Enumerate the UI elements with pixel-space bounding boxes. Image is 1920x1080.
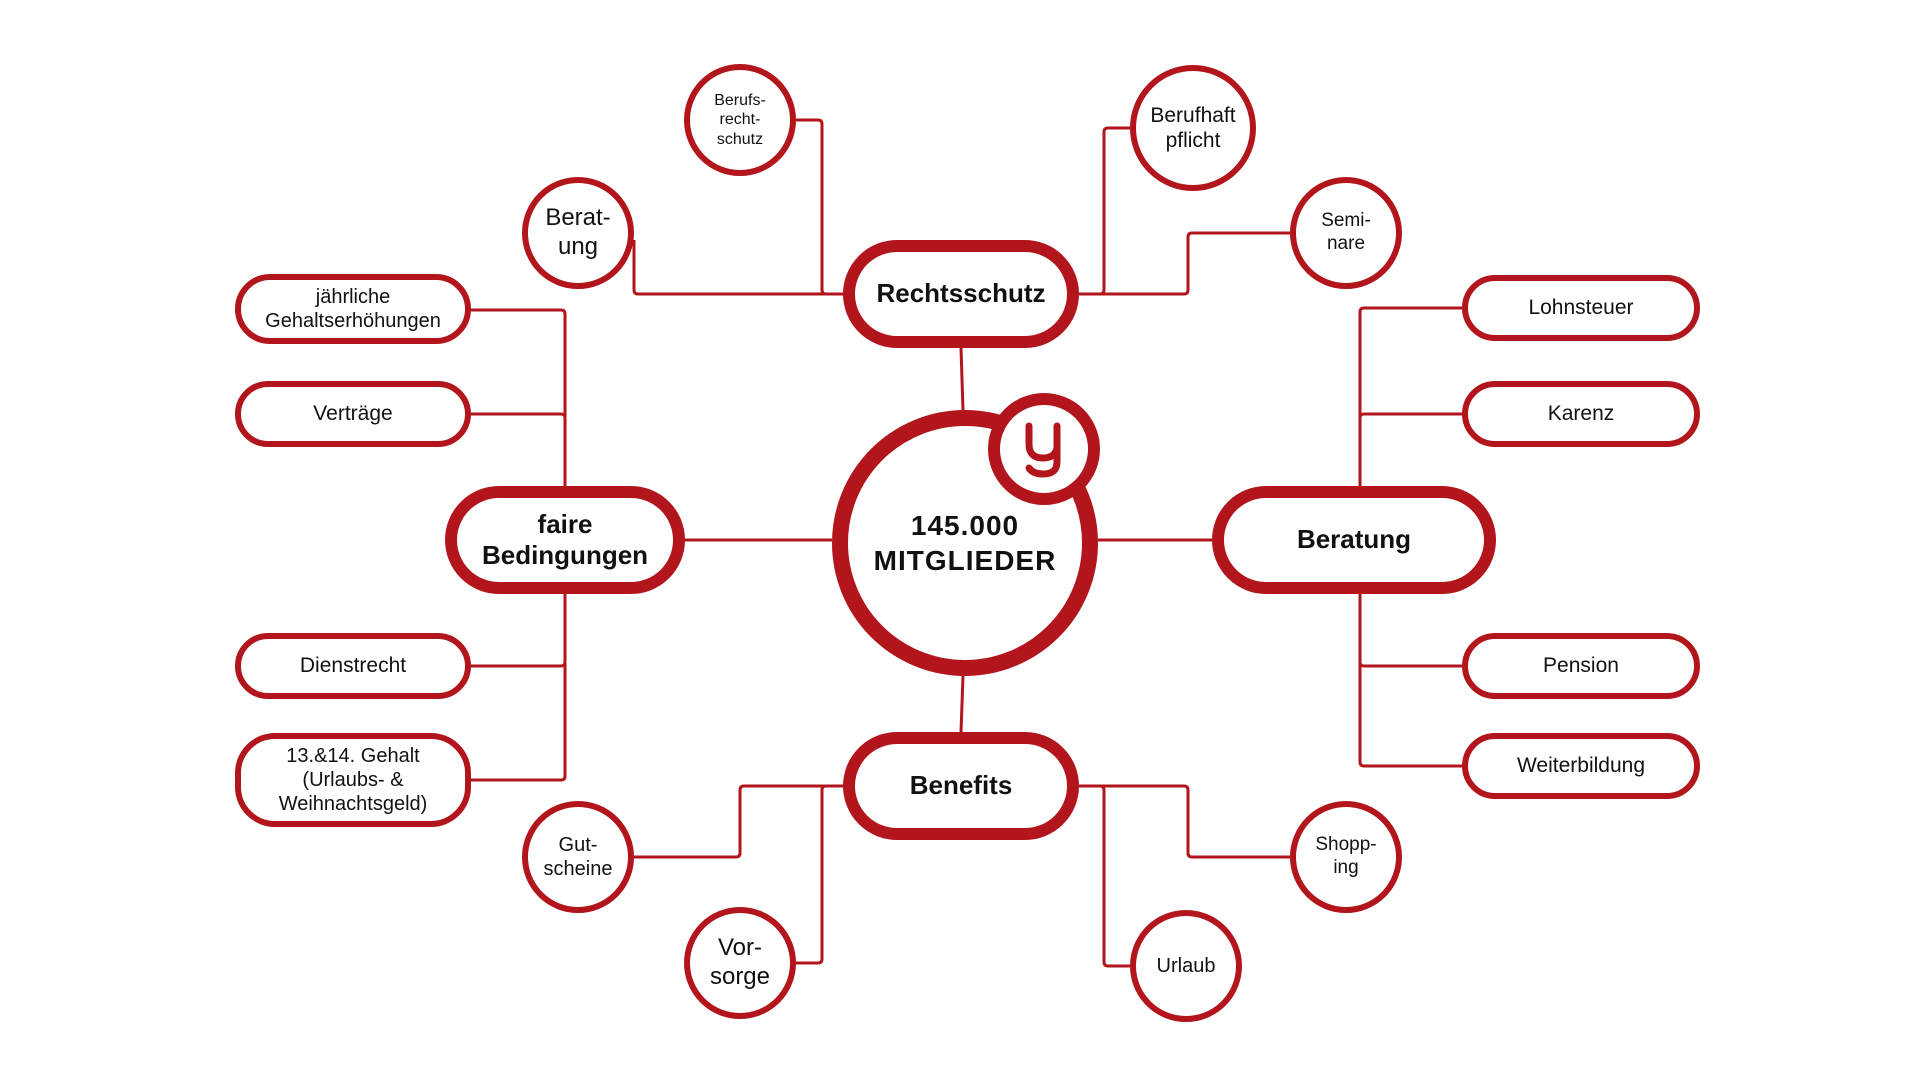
hub-beratung-label: Beratung <box>1296 524 1412 555</box>
item-beratung-small: Berat- ung <box>522 177 634 289</box>
item-vertraege: Verträge <box>235 381 471 447</box>
item-gutscheine: Gut- scheine <box>522 801 634 913</box>
connector-gutscheine <box>634 784 843 859</box>
item-vorsorge-label: Vor- sorge <box>709 934 771 990</box>
item-lohnsteuer-label: Lohnsteuer <box>1528 296 1634 320</box>
item-urlaub: Urlaub <box>1130 910 1242 1022</box>
item-seminare-label: Semi- nare <box>1321 210 1371 254</box>
center-members-label: 145.000 MITGLIEDER <box>873 510 1057 576</box>
item-dienstrecht-label: Dienstrecht <box>299 654 407 678</box>
connector-beratung-small <box>632 240 843 296</box>
item-dienstrecht: Dienstrecht <box>235 633 471 699</box>
item-lohnsteuer: Lohnsteuer <box>1462 275 1700 341</box>
hub-faire-bedingungen-label: faire Bedingungen <box>481 508 649 570</box>
item-gehalt-label: 13.&14. Gehalt (Urlaubs- & Weihnachtsgel… <box>278 745 428 815</box>
connector-shopping <box>1079 784 1290 859</box>
hub-beratung: Beratung <box>1212 486 1496 594</box>
connector-gehalt <box>471 594 567 782</box>
hub-benefits: Benefits <box>843 732 1079 840</box>
brand-logo <box>988 393 1100 505</box>
item-karenz: Karenz <box>1462 381 1700 447</box>
item-berufhaftpflicht-label: Berufhaft pflicht <box>1150 103 1236 152</box>
item-berufhaftpflicht: Berufhaft pflicht <box>1130 65 1256 191</box>
connector-vorsorge <box>796 784 843 965</box>
connector-seminare <box>1079 231 1290 296</box>
connector-vertraege <box>471 412 567 486</box>
item-seminare: Semi- nare <box>1290 177 1402 289</box>
item-gutscheine-label: Gut- scheine <box>543 834 613 880</box>
connector-lohnsteuer <box>1358 306 1462 486</box>
connector-pension <box>1358 594 1462 668</box>
item-vorsorge: Vor- sorge <box>684 907 796 1019</box>
hub-faire-bedingungen: faire Bedingungen <box>445 486 685 594</box>
hub-benefits-label: Benefits <box>909 770 1013 801</box>
item-gehaltserhoehungen: jährliche Gehaltserhöhungen <box>235 274 471 344</box>
connector-center-benefits <box>959 675 965 733</box>
connector-center-rechtsschutz <box>959 347 965 411</box>
connector-berufhaftpflicht <box>1079 126 1130 296</box>
item-pension: Pension <box>1462 633 1700 699</box>
hub-rechtsschutz-label: Rechtsschutz <box>876 278 1046 309</box>
connector-karenz <box>1358 412 1462 486</box>
item-urlaub-label: Urlaub <box>1156 955 1216 977</box>
connector-berufsrechtschutz <box>796 118 843 296</box>
item-weiterbildung-label: Weiterbildung <box>1516 754 1646 778</box>
item-vertraege-label: Verträge <box>313 402 393 426</box>
connector-dienstrecht <box>471 594 567 668</box>
hub-rechtsschutz: Rechtsschutz <box>843 240 1079 348</box>
item-weiterbildung: Weiterbildung <box>1462 733 1700 799</box>
y-logo-icon <box>1025 422 1061 478</box>
item-shopping: Shopp- ing <box>1290 801 1402 913</box>
item-berufsrechtschutz: Berufs- recht- schutz <box>684 64 796 176</box>
item-berufsrechtschutz-label: Berufs- recht- schutz <box>714 92 766 148</box>
item-beratung-small-label: Berat- ung <box>545 204 611 260</box>
item-karenz-label: Karenz <box>1547 402 1615 426</box>
connector-urlaub <box>1079 784 1130 968</box>
item-gehalt: 13.&14. Gehalt (Urlaubs- & Weihnachtsgel… <box>235 733 471 827</box>
connector-weiterbildung <box>1358 594 1462 768</box>
item-shopping-label: Shopp- ing <box>1315 834 1377 878</box>
connector-gehaltserhoehungen <box>471 308 567 486</box>
item-gehaltserhoehungen-label: jährliche Gehaltserhöhungen <box>265 286 441 332</box>
item-pension-label: Pension <box>1543 654 1619 678</box>
